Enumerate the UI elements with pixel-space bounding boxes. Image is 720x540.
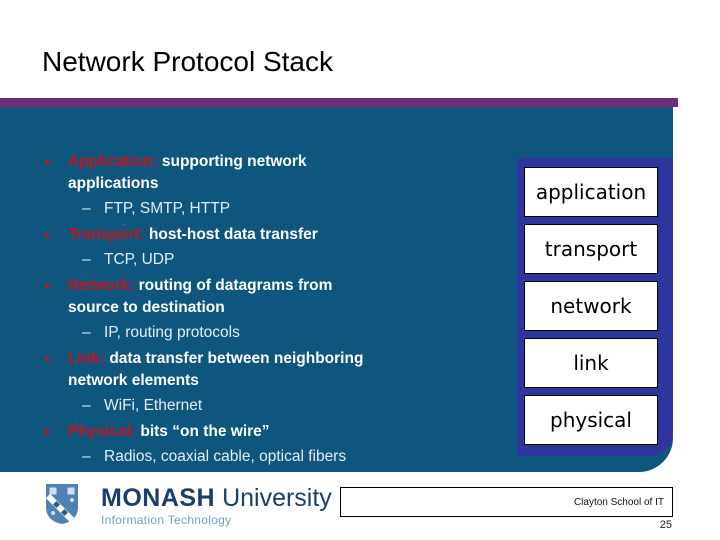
bullet-dot-icon: •: [44, 276, 51, 296]
bullet-text: Network: routing of datagrams from sourc…: [68, 275, 386, 319]
bullet-desc: routing of datagrams from source to dest…: [68, 277, 337, 316]
monash-logo-text: MONASH University Information Technology: [101, 484, 371, 527]
bullet-term: Link:: [68, 350, 106, 367]
bullet-text: Physical: bits “on the wire”: [68, 421, 386, 443]
sub-bullet-text: IP, routing protocols: [104, 324, 240, 341]
bullet-desc: data transfer between neighboring networ…: [68, 350, 373, 389]
stack-layer-transport: transport: [524, 224, 658, 274]
bullet-desc: bits “on the wire”: [140, 423, 270, 440]
dash-marker-icon: –: [82, 251, 91, 268]
monash-logo-line: MONASH University: [101, 484, 371, 512]
page-number: 25: [659, 519, 672, 531]
sub-bullet-line: – IP, routing protocols: [82, 322, 452, 344]
bullet-main-line: • Network: routing of datagrams from sou…: [42, 275, 452, 319]
bullet-item-physical: • Physical: bits “on the wire” – Radios,…: [42, 421, 452, 468]
bullet-item-network: • Network: routing of datagrams from sou…: [42, 275, 452, 344]
bullet-dot-icon: •: [44, 422, 51, 442]
stack-layer-label: network: [550, 294, 632, 318]
bullet-main-line: • Application: supporting network applic…: [42, 151, 452, 195]
bullet-text: Application: supporting network applicat…: [68, 151, 386, 195]
stack-layer-application: application: [524, 167, 658, 217]
bullet-main-line: • Transport: host-host data transfer: [42, 224, 452, 246]
sub-bullet-line: – WiFi, Ethernet: [82, 395, 452, 417]
footer-school-box: Clayton School of IT: [340, 487, 673, 517]
bullet-dot-icon: •: [44, 152, 51, 172]
dash-marker-icon: –: [82, 324, 91, 341]
stack-layer-label: transport: [544, 237, 638, 261]
bullet-term: Network:: [68, 277, 135, 294]
bullet-main-line: • Physical: bits “on the wire”: [42, 421, 452, 443]
dash-marker-icon: –: [82, 200, 91, 217]
bullet-text: Transport: host-host data transfer: [68, 224, 386, 246]
monash-shield-icon: [45, 483, 79, 530]
stack-layer-physical: physical: [524, 395, 658, 445]
logo-secondary-text: University: [222, 484, 332, 512]
bullet-term: Physical:: [68, 423, 137, 440]
bullet-desc: supporting network applications: [68, 153, 311, 192]
bullet-list: • Application: supporting network applic…: [42, 151, 452, 472]
bullet-item-link: • Link: data transfer between neighborin…: [42, 348, 452, 417]
bullet-dot-icon: •: [44, 349, 51, 369]
sub-bullet-text: TCP, UDP: [104, 251, 175, 268]
bullet-item-transport: • Transport: host-host data transfer – T…: [42, 224, 452, 271]
sub-bullet-line: – Radios, coaxial cable, optical fibers: [82, 446, 452, 468]
bullet-desc: host-host data transfer: [148, 226, 318, 243]
stack-layer-label: link: [573, 351, 609, 375]
stack-layer-label: application: [535, 180, 647, 204]
slide-title: Network Protocol Stack: [42, 46, 333, 77]
stack-layer-label: physical: [550, 408, 632, 432]
bullet-item-application: • Application: supporting network applic…: [42, 151, 452, 220]
sub-bullet-line: – FTP, SMTP, HTTP: [82, 198, 452, 220]
logo-primary-text: MONASH: [101, 484, 216, 512]
protocol-stack-diagram: application transport network link physi…: [517, 158, 673, 456]
bullet-text: Link: data transfer between neighboring …: [68, 348, 386, 392]
sub-bullet-line: – TCP, UDP: [82, 249, 452, 271]
footer-school-text: Clayton School of IT: [573, 496, 664, 508]
stack-layer-link: link: [524, 338, 658, 388]
bullet-term: Application:: [68, 153, 158, 170]
dash-marker-icon: –: [82, 397, 91, 414]
bullet-main-line: • Link: data transfer between neighborin…: [42, 348, 452, 392]
sub-bullet-text: Radios, coaxial cable, optical fibers: [104, 448, 347, 465]
logo-subtitle-text: Information Technology: [101, 513, 232, 527]
dash-marker-icon: –: [82, 448, 91, 465]
title-divider-bar: [0, 98, 678, 107]
bullet-dot-icon: •: [44, 225, 51, 245]
sub-bullet-text: FTP, SMTP, HTTP: [104, 200, 231, 217]
sub-bullet-text: WiFi, Ethernet: [104, 397, 203, 414]
stack-layer-network: network: [524, 281, 658, 331]
bullet-term: Transport:: [68, 226, 145, 243]
